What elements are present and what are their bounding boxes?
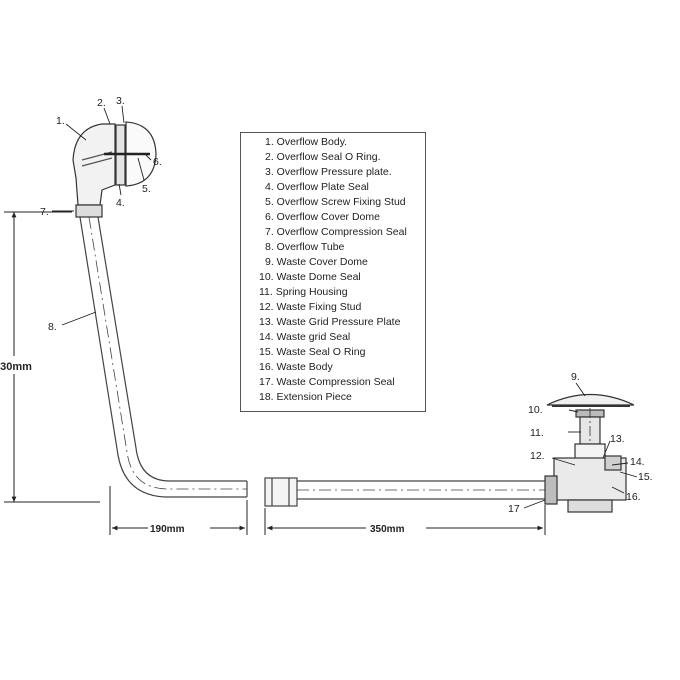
waste-grid-pressure-plate (604, 455, 622, 471)
overflow-body (72, 123, 116, 206)
waste-tube (297, 480, 545, 500)
callout-10: 10. (528, 404, 543, 416)
waste-outlet (567, 499, 613, 513)
callout-5: 5. (142, 183, 151, 195)
callout-9: 9. (571, 371, 580, 383)
dimension-left-label: 190mm (150, 524, 185, 535)
overflow-assembly (72, 121, 157, 218)
callout-14: 14. (630, 456, 645, 468)
waste-compression-seal (544, 475, 558, 505)
callout-13: 13. (610, 433, 625, 445)
legend-item: 7. Overflow Compression Seal (265, 226, 407, 238)
legend-item: 9. Waste Cover Dome (265, 256, 368, 268)
callout-12: 12. (530, 450, 545, 462)
legend-item: 14. Waste grid Seal (259, 331, 351, 343)
callout-16: 16. (626, 491, 641, 503)
callout-8: 8. (48, 321, 57, 333)
callout-4: 4. (116, 197, 125, 209)
dimension-height-label: 430mm (0, 361, 32, 373)
callout-1: 1. (56, 115, 65, 127)
legend-item: 16. Waste Body (259, 361, 333, 373)
legend-item: 11. Spring Housing (259, 286, 348, 298)
callout-2: 2. (97, 97, 106, 109)
leader-lines (52, 105, 638, 509)
overflow-compression-seal (75, 204, 103, 218)
legend-item: 17. Waste Compression Seal (259, 376, 395, 388)
legend-item: 18. Extension Piece (259, 391, 352, 403)
legend-item: 1. Overflow Body. (265, 136, 348, 148)
parts-legend-list: 1. Overflow Body. 2. Overflow Seal O Ring… (241, 133, 425, 405)
legend-item: 6. Overflow Cover Dome (265, 211, 380, 223)
callout-3: 3. (116, 95, 125, 107)
callout-17: 17 (508, 503, 520, 515)
legend-item: 8. Overflow Tube (265, 241, 345, 253)
legend-item: 13. Waste Grid Pressure Plate (259, 316, 401, 328)
legend-item: 5. Overflow Screw Fixing Stud (265, 196, 406, 208)
dimension-right-label: 350mm (370, 524, 405, 535)
waste-assembly (544, 393, 635, 513)
callout-15: 15. (638, 471, 653, 483)
legend-item: 2. Overflow Seal O Ring. (265, 151, 381, 163)
legend-item: 10. Waste Dome Seal (259, 271, 361, 283)
parts-legend: 1. Overflow Body. 2. Overflow Seal O Ring… (240, 132, 426, 412)
callout-11: 11. (530, 427, 544, 439)
legend-item: 12. Waste Fixing Stud (259, 301, 362, 313)
callout-labels: 1. 2. 3. 4. 5. 6. 7. 8. 9. 10. 11. 12. 1… (40, 95, 653, 515)
legend-item: 15. Waste Seal O Ring (259, 346, 366, 358)
overflow-tube (79, 216, 248, 498)
legend-item: 4. Overflow Plate Seal (265, 181, 369, 193)
waste-cover-dome (546, 393, 635, 406)
legend-item: 3. Overflow Pressure plate. (265, 166, 392, 178)
callout-6: 6. (153, 156, 162, 168)
callout-7: 7. (40, 206, 49, 218)
extension-piece (264, 477, 298, 507)
